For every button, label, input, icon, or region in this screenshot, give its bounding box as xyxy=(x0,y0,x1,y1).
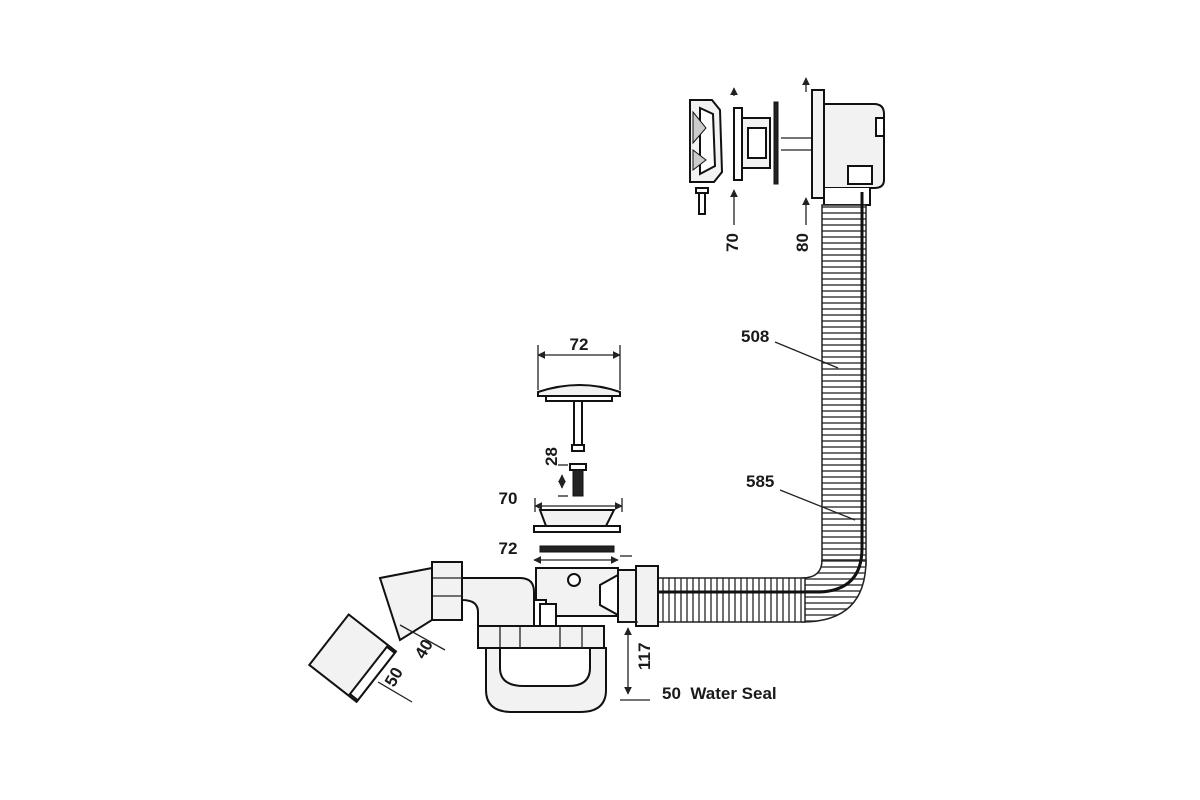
overflow-body xyxy=(781,89,885,206)
strainer: 70 xyxy=(499,489,623,533)
water-seal-label: 50 Water Seal xyxy=(662,684,777,703)
plug-stem: 28 xyxy=(542,447,587,497)
dim-label-28: 28 xyxy=(542,447,561,466)
overflow-dim-70: 70 xyxy=(723,87,742,252)
dim-label-508: 508 xyxy=(741,327,769,346)
dim-label-70-top: 70 xyxy=(723,233,742,252)
overflow-cap-icon xyxy=(689,99,724,183)
overflow-dim-80: 80 xyxy=(793,77,812,252)
dim-label-72-outlet: 72 xyxy=(499,539,518,558)
dim-label-80: 80 xyxy=(793,233,812,252)
trap-icon: 117 40 50 xyxy=(307,561,659,713)
dim-label-70-strainer: 70 xyxy=(499,489,518,508)
screw-icon xyxy=(695,187,709,215)
dim-label-585: 585 xyxy=(746,472,774,491)
dim-label-117: 117 xyxy=(635,643,654,670)
overflow-flange xyxy=(733,101,779,185)
dim-label-40: 40 xyxy=(411,636,437,662)
dim-label-72-plug: 72 xyxy=(570,335,589,354)
hose-icon: 508 585 xyxy=(600,192,867,623)
plug-icon: 72 xyxy=(537,335,621,452)
gasket: 72 xyxy=(499,539,632,564)
